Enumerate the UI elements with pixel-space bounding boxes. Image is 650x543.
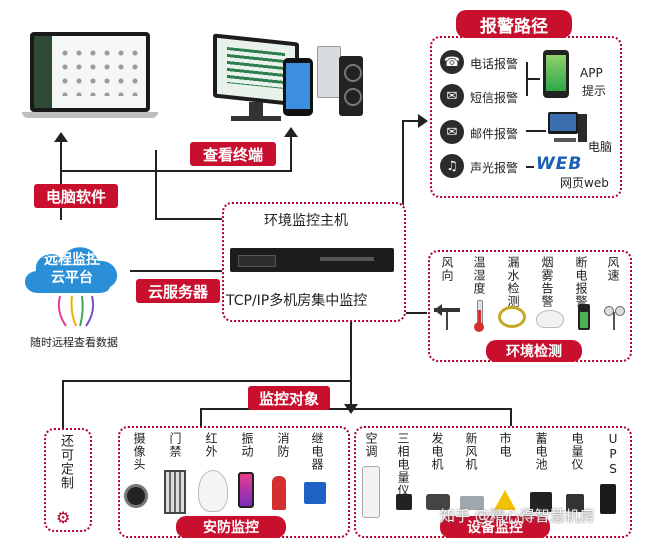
equipment-item-fresh-air: 新风机 bbox=[464, 432, 478, 471]
connector bbox=[290, 135, 292, 172]
smartphone-icon bbox=[543, 50, 569, 98]
security-item-infrared: 红外 bbox=[204, 432, 218, 458]
signal-lines-icon bbox=[57, 296, 95, 327]
fire-extinguisher-icon bbox=[272, 476, 286, 510]
laptop-icon bbox=[22, 32, 158, 124]
phone-icon: ☎ bbox=[440, 50, 464, 74]
equipment-item-battery: 蓄电池 bbox=[534, 432, 548, 471]
security-item-access: 门禁 bbox=[168, 432, 182, 458]
terminal-devices-icon bbox=[205, 33, 365, 126]
cloud-server-label: 云服务器 bbox=[136, 279, 220, 303]
web-label: 网页web bbox=[560, 176, 609, 190]
smoke-detector-icon bbox=[536, 310, 564, 328]
fresh-air-icon bbox=[460, 496, 484, 510]
connector bbox=[155, 150, 157, 220]
generator-icon bbox=[426, 494, 450, 510]
security-item-camera: 摄像头 bbox=[132, 432, 146, 471]
bell-icon: ♫ bbox=[440, 154, 464, 178]
pc-software-label: 电脑软件 bbox=[34, 184, 118, 208]
web-logo: WEB bbox=[536, 154, 583, 174]
env-item-water-leak: 漏水检测 bbox=[506, 256, 520, 308]
pc-label: 电脑 bbox=[588, 140, 613, 154]
relay-icon bbox=[304, 482, 326, 504]
env-item-power-failure: 断电报警 bbox=[574, 256, 588, 308]
watermark: 知乎 @精心得智慧机房 bbox=[440, 507, 595, 525]
cloud-caption: 随时远程查看数据 bbox=[30, 336, 118, 349]
security-item-fire: 消防 bbox=[276, 432, 290, 458]
anemometer-icon bbox=[604, 304, 625, 330]
alarm-item-light: 声光报警 bbox=[470, 161, 519, 175]
host-subtitle: TCP/IP多机房集中监控 bbox=[226, 293, 368, 309]
connector bbox=[62, 380, 352, 382]
env-item-wind-direction: 风向 bbox=[440, 256, 454, 282]
env-item-wind-speed: 风速 bbox=[606, 256, 620, 282]
security-item-vibration: 振动 bbox=[240, 432, 254, 458]
alarm-item-mail: 邮件报警 bbox=[470, 127, 519, 141]
alarm-item-phone: 电话报警 bbox=[470, 57, 519, 71]
door-icon bbox=[164, 470, 186, 514]
equipment-item-ac: 空调 bbox=[364, 432, 378, 458]
connector bbox=[155, 218, 225, 220]
connector bbox=[402, 312, 427, 314]
alarm-item-sms: 短信报警 bbox=[470, 91, 519, 105]
camera-icon bbox=[124, 484, 148, 508]
gear-icon: ⚙ bbox=[56, 508, 71, 527]
custom-label: 还可定制 bbox=[58, 434, 73, 490]
security-title: 安防监控 bbox=[176, 516, 286, 538]
connector bbox=[350, 318, 352, 408]
equipment-item-3phase-meter: 三相电量仪 bbox=[396, 432, 410, 497]
custom-box bbox=[44, 428, 92, 532]
connector bbox=[60, 170, 290, 172]
connector bbox=[510, 408, 512, 428]
arrow-right-icon bbox=[418, 114, 428, 128]
security-item-relay: 继电器 bbox=[310, 432, 324, 471]
equipment-title: 设备监控 bbox=[440, 516, 550, 538]
alarm-path-title: 报警路径 bbox=[456, 10, 572, 38]
monitor-objects-label: 监控对象 bbox=[248, 386, 330, 410]
battery-icon bbox=[578, 304, 590, 330]
water-leak-sensor-icon bbox=[498, 306, 526, 328]
connector bbox=[60, 140, 62, 220]
wind-vane-icon bbox=[434, 304, 460, 330]
mail-icon: ✉ bbox=[440, 120, 464, 144]
connector bbox=[526, 130, 546, 132]
power-meter-icon bbox=[566, 494, 584, 512]
connector bbox=[526, 78, 540, 80]
warning-sign-icon bbox=[494, 490, 516, 510]
ups-icon bbox=[600, 484, 616, 514]
env-item-temp-humidity: 温湿度 bbox=[472, 256, 486, 295]
app-label-line1: APP bbox=[580, 66, 603, 80]
sms-icon: ✉ bbox=[440, 84, 464, 108]
arrow-up-icon bbox=[284, 127, 298, 137]
connector bbox=[402, 120, 404, 270]
battery-pack-icon bbox=[530, 492, 552, 512]
connector bbox=[200, 408, 202, 428]
connector bbox=[526, 166, 534, 168]
connector bbox=[62, 380, 64, 428]
cloud-icon bbox=[24, 247, 118, 293]
connector bbox=[200, 408, 510, 410]
equipment-item-power-meter: 电量仪 bbox=[570, 432, 584, 471]
desktop-pc-icon bbox=[548, 112, 588, 144]
thermometer-icon bbox=[474, 300, 484, 332]
cloud-platform: 远程监控 云平台 bbox=[16, 235, 128, 297]
equipment-item-mains: 市电 bbox=[498, 432, 512, 458]
environment-title: 环境检测 bbox=[486, 340, 582, 362]
host-title: 环境监控主机 bbox=[264, 213, 348, 229]
connector bbox=[130, 270, 225, 272]
app-label-line2: 提示 bbox=[582, 84, 607, 98]
meter-icon bbox=[396, 494, 412, 510]
air-conditioner-icon bbox=[362, 466, 380, 518]
env-item-smoke: 烟雾告警 bbox=[540, 256, 554, 308]
equipment-item-generator: 发电机 bbox=[430, 432, 444, 471]
cloud-title-line1: 远程监控 bbox=[44, 252, 100, 268]
equipment-item-ups: UPS bbox=[606, 432, 620, 477]
view-terminal-label: 查看终端 bbox=[190, 142, 276, 166]
vibration-sensor-icon bbox=[238, 472, 254, 508]
cloud-title-line2: 云平台 bbox=[51, 270, 93, 286]
arrow-up-icon bbox=[54, 132, 68, 142]
infrared-sensor-icon bbox=[198, 470, 228, 512]
rack-server-icon bbox=[230, 248, 394, 272]
connector bbox=[402, 120, 424, 122]
